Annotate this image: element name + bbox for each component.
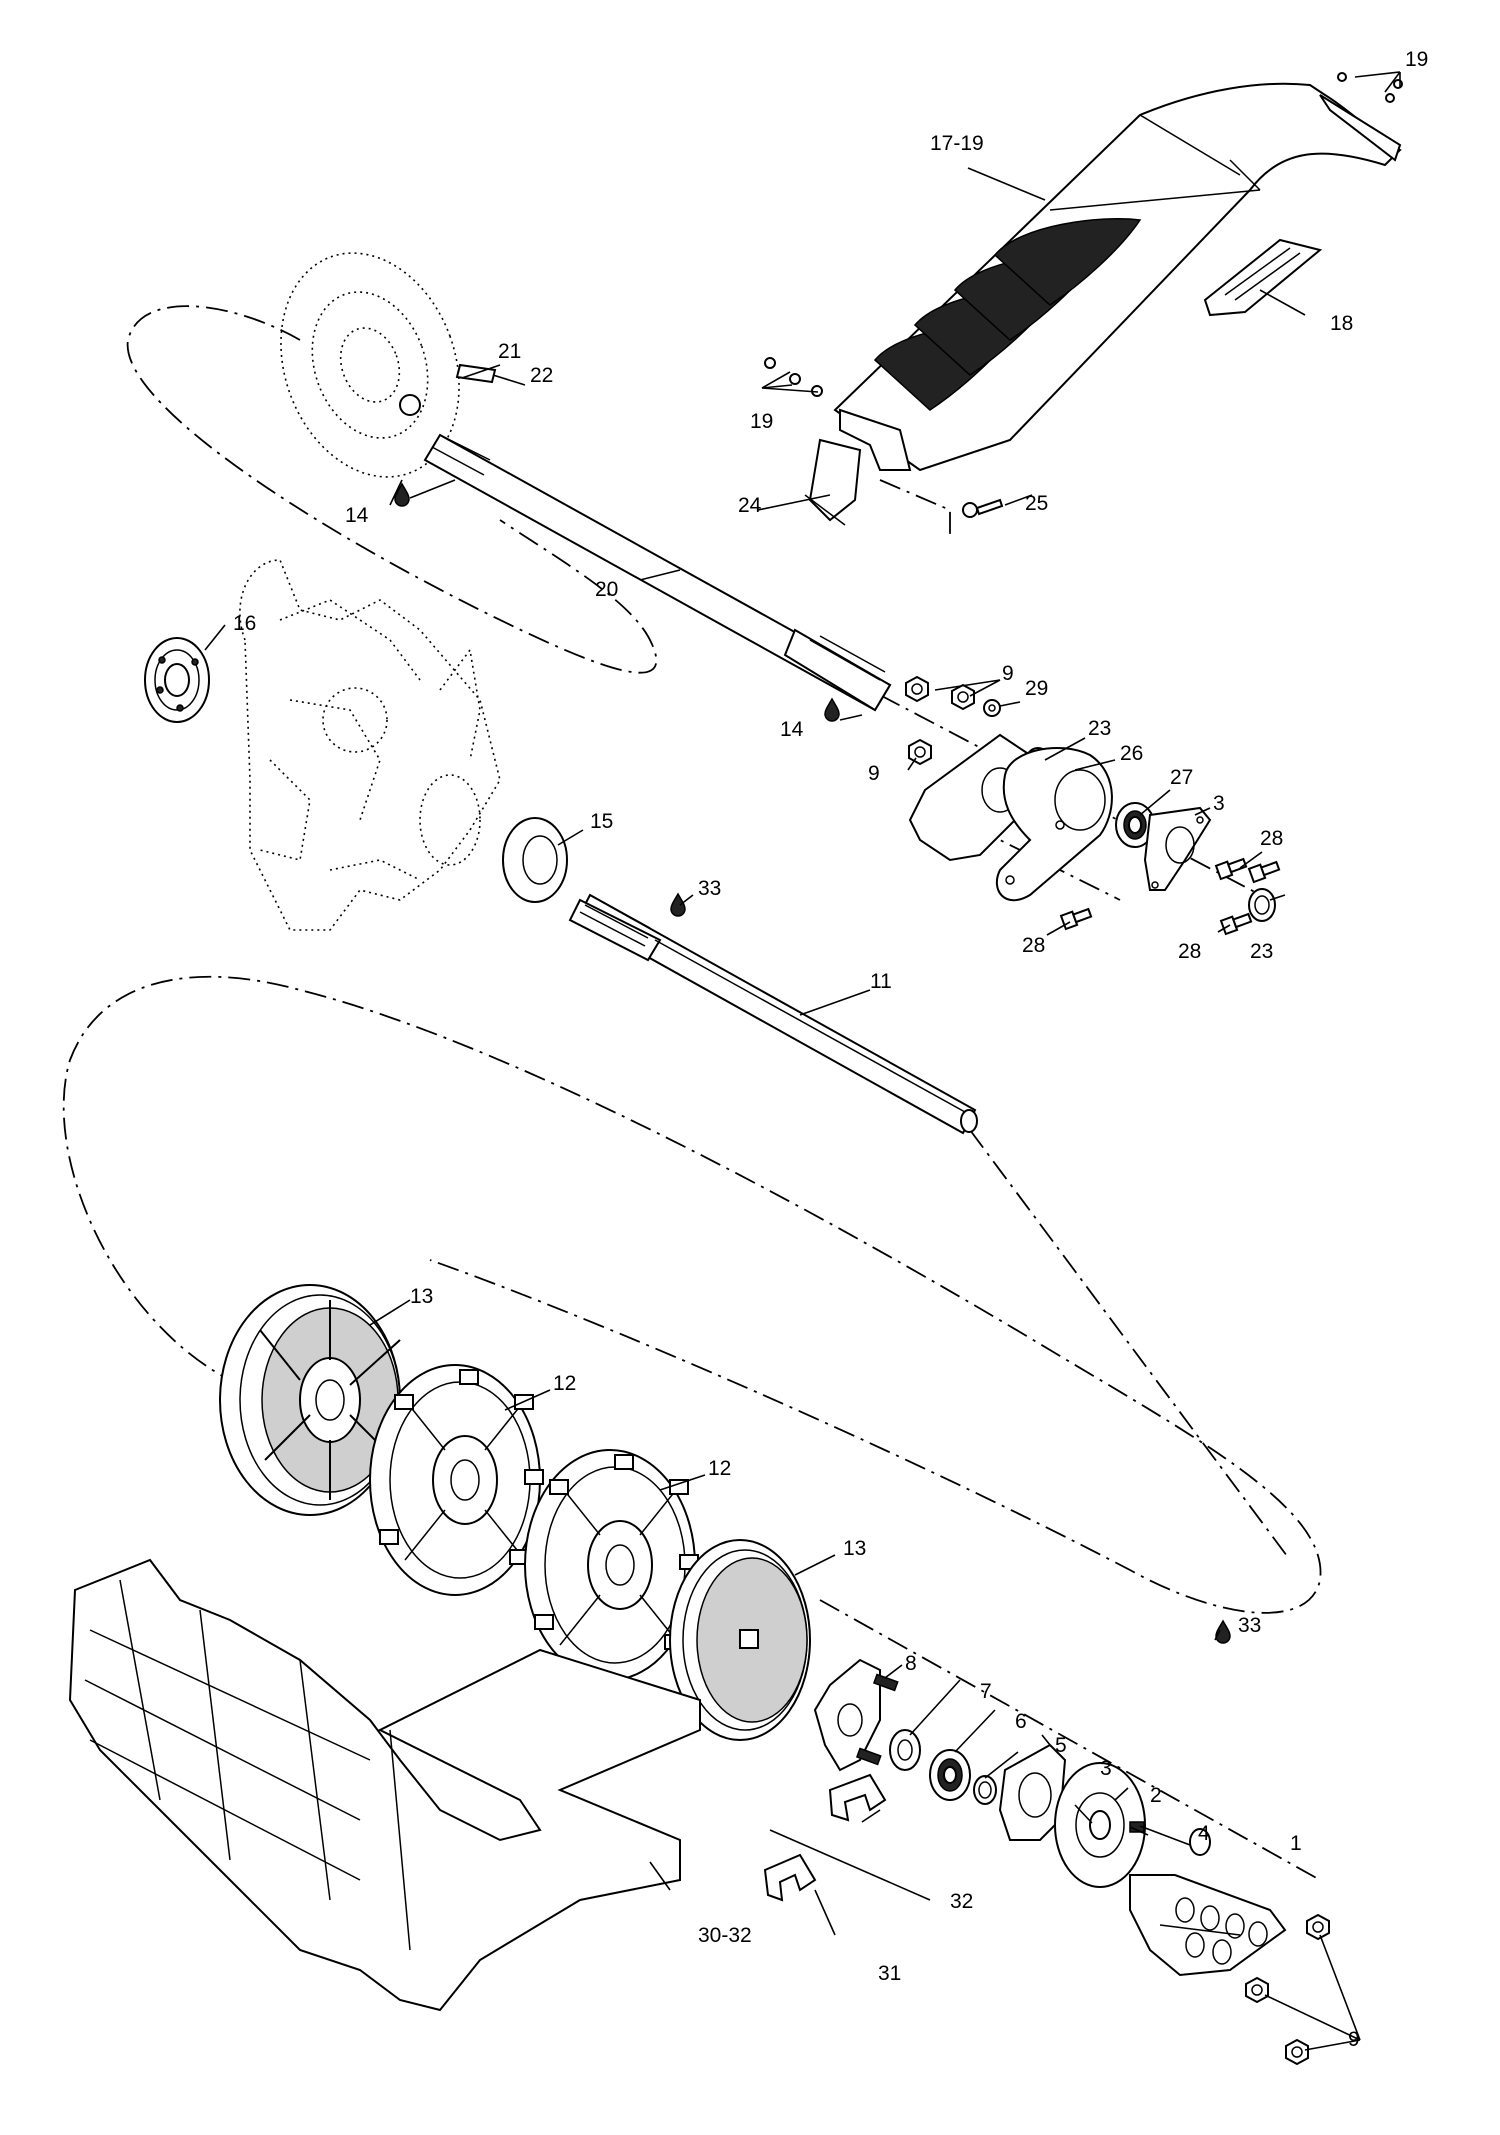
sprocket-12-a xyxy=(369,1364,544,1596)
callout-31: 31 xyxy=(878,1962,901,1985)
stud-8-a xyxy=(872,1673,899,1692)
drive-axle xyxy=(568,893,978,1135)
callout-14-upper: 14 xyxy=(345,504,369,527)
countershaft xyxy=(399,363,892,712)
bolt-28-d xyxy=(1220,910,1254,935)
nut-9-c xyxy=(908,739,932,765)
track-belt xyxy=(68,1558,701,2012)
bearing-27 xyxy=(1115,802,1155,848)
callout-19-left: 19 xyxy=(750,410,773,433)
callout-1: 1 xyxy=(1290,1832,1302,1855)
callout-32: 32 xyxy=(950,1890,973,1913)
snow-guard xyxy=(804,82,1402,526)
plate-23-bracket xyxy=(908,733,1032,862)
nut-9-e xyxy=(1245,1977,1269,2003)
sprocket-12-b xyxy=(524,1449,699,1681)
clip-32 xyxy=(828,1773,887,1822)
axis-line-upper-right xyxy=(879,694,1271,901)
callout-28-c: 28 xyxy=(1178,940,1201,963)
oil-drop-14-upper xyxy=(394,483,410,507)
spacer-7 xyxy=(889,1729,921,1771)
bolt-28-c xyxy=(1060,905,1094,930)
callout-23-lower: 23 xyxy=(1250,940,1273,963)
drive-pulley-phantom xyxy=(280,252,460,478)
nut-9-d xyxy=(1306,1914,1330,1940)
stud-8-b xyxy=(855,1747,882,1766)
callout-21: 21 xyxy=(498,340,521,363)
decal-label xyxy=(1203,238,1323,317)
callout-22: 22 xyxy=(530,364,553,387)
flange-3-lower xyxy=(998,1743,1067,1841)
callout-5: 5 xyxy=(1055,1734,1067,1757)
axis-line-hardware-lower xyxy=(939,809,1121,901)
callout-19-top: 19 xyxy=(1405,48,1428,71)
leader-lines xyxy=(204,71,1401,2051)
nut-9-b xyxy=(951,684,975,710)
bearing-housing-plate xyxy=(813,1658,881,1772)
seal-ring xyxy=(502,817,568,903)
callout-33-upper: 33 xyxy=(698,877,721,900)
callout-7: 7 xyxy=(980,1680,992,1703)
callout-17-19: 17-19 xyxy=(930,132,984,155)
callout-28-b: 28 xyxy=(1022,934,1045,957)
callout-27: 27 xyxy=(1170,766,1193,789)
phantom-outline-track xyxy=(62,975,1322,1614)
callout-29: 29 xyxy=(1025,677,1048,700)
axis-line-bearing-plate xyxy=(819,1599,1321,1881)
callout-4: 4 xyxy=(1198,1822,1210,1845)
sprocket-13-outer-left xyxy=(219,1284,401,1516)
callout-13-upper: 13 xyxy=(410,1285,433,1308)
callout-16: 16 xyxy=(233,612,256,635)
oil-drop-33-lower xyxy=(1215,1620,1231,1644)
callout-2: 2 xyxy=(1150,1784,1162,1807)
callout-11: 11 xyxy=(870,970,892,993)
ring-23-lower xyxy=(1248,888,1276,922)
bearing xyxy=(144,637,210,723)
bearing-6 xyxy=(929,1749,971,1801)
flange-3-upper xyxy=(1143,806,1212,891)
callout-30-32: 30-32 xyxy=(698,1924,752,1947)
sprocket-13-outer-right xyxy=(669,1539,811,1741)
bolt-28-a xyxy=(1215,855,1249,880)
callout-25: 25 xyxy=(1025,492,1048,515)
callout-13-lower: 13 xyxy=(843,1537,866,1560)
callout-33-lower: 33 xyxy=(1238,1614,1261,1637)
guard-plate-1 xyxy=(1129,1874,1287,1977)
axis-line-snowguard xyxy=(879,479,951,535)
callout-3-upper: 3 xyxy=(1213,792,1225,815)
callout-9-upper: 9 xyxy=(1002,662,1014,685)
callout-20: 20 xyxy=(595,578,618,601)
callout-12-a: 12 xyxy=(553,1372,576,1395)
ring-5 xyxy=(973,1775,997,1805)
oil-drop-14-lower xyxy=(824,698,840,722)
callout-9-mid: 9 xyxy=(868,762,880,785)
callout-6: 6 xyxy=(1015,1710,1027,1733)
bolt-28-b xyxy=(1248,858,1282,883)
clip-31 xyxy=(763,1853,817,1902)
callout-8: 8 xyxy=(905,1652,917,1675)
hardware-19-upper xyxy=(1337,72,1403,103)
callout-12-b: 12 xyxy=(708,1457,731,1480)
callout-3-lower: 3 xyxy=(1100,1757,1112,1780)
callout-24: 24 xyxy=(738,494,762,517)
rivet xyxy=(962,498,1004,518)
chaincase-housing-phantom xyxy=(239,559,501,931)
bearing-plate-26 xyxy=(995,747,1113,902)
callout-labels: 19 17-19 18 19 21 22 14 24 25 20 16 9 29… xyxy=(233,48,1428,2051)
phantom-outline-upper xyxy=(126,305,658,674)
washer-29 xyxy=(983,699,1001,717)
oil-drop-33-upper xyxy=(670,893,686,917)
callout-15: 15 xyxy=(590,810,613,833)
axis-line-main xyxy=(969,1129,1291,1561)
washer-33-area xyxy=(1189,1828,1211,1856)
callout-14-lower: 14 xyxy=(780,718,804,741)
callout-28-a: 28 xyxy=(1260,827,1283,850)
callout-18: 18 xyxy=(1330,312,1353,335)
callout-23-upper: 23 xyxy=(1088,717,1111,740)
nut-9-f xyxy=(1285,2039,1309,2065)
nut-9-a xyxy=(905,676,929,702)
callout-9-lower: 9 xyxy=(1348,2028,1360,2051)
callout-26: 26 xyxy=(1120,742,1143,765)
